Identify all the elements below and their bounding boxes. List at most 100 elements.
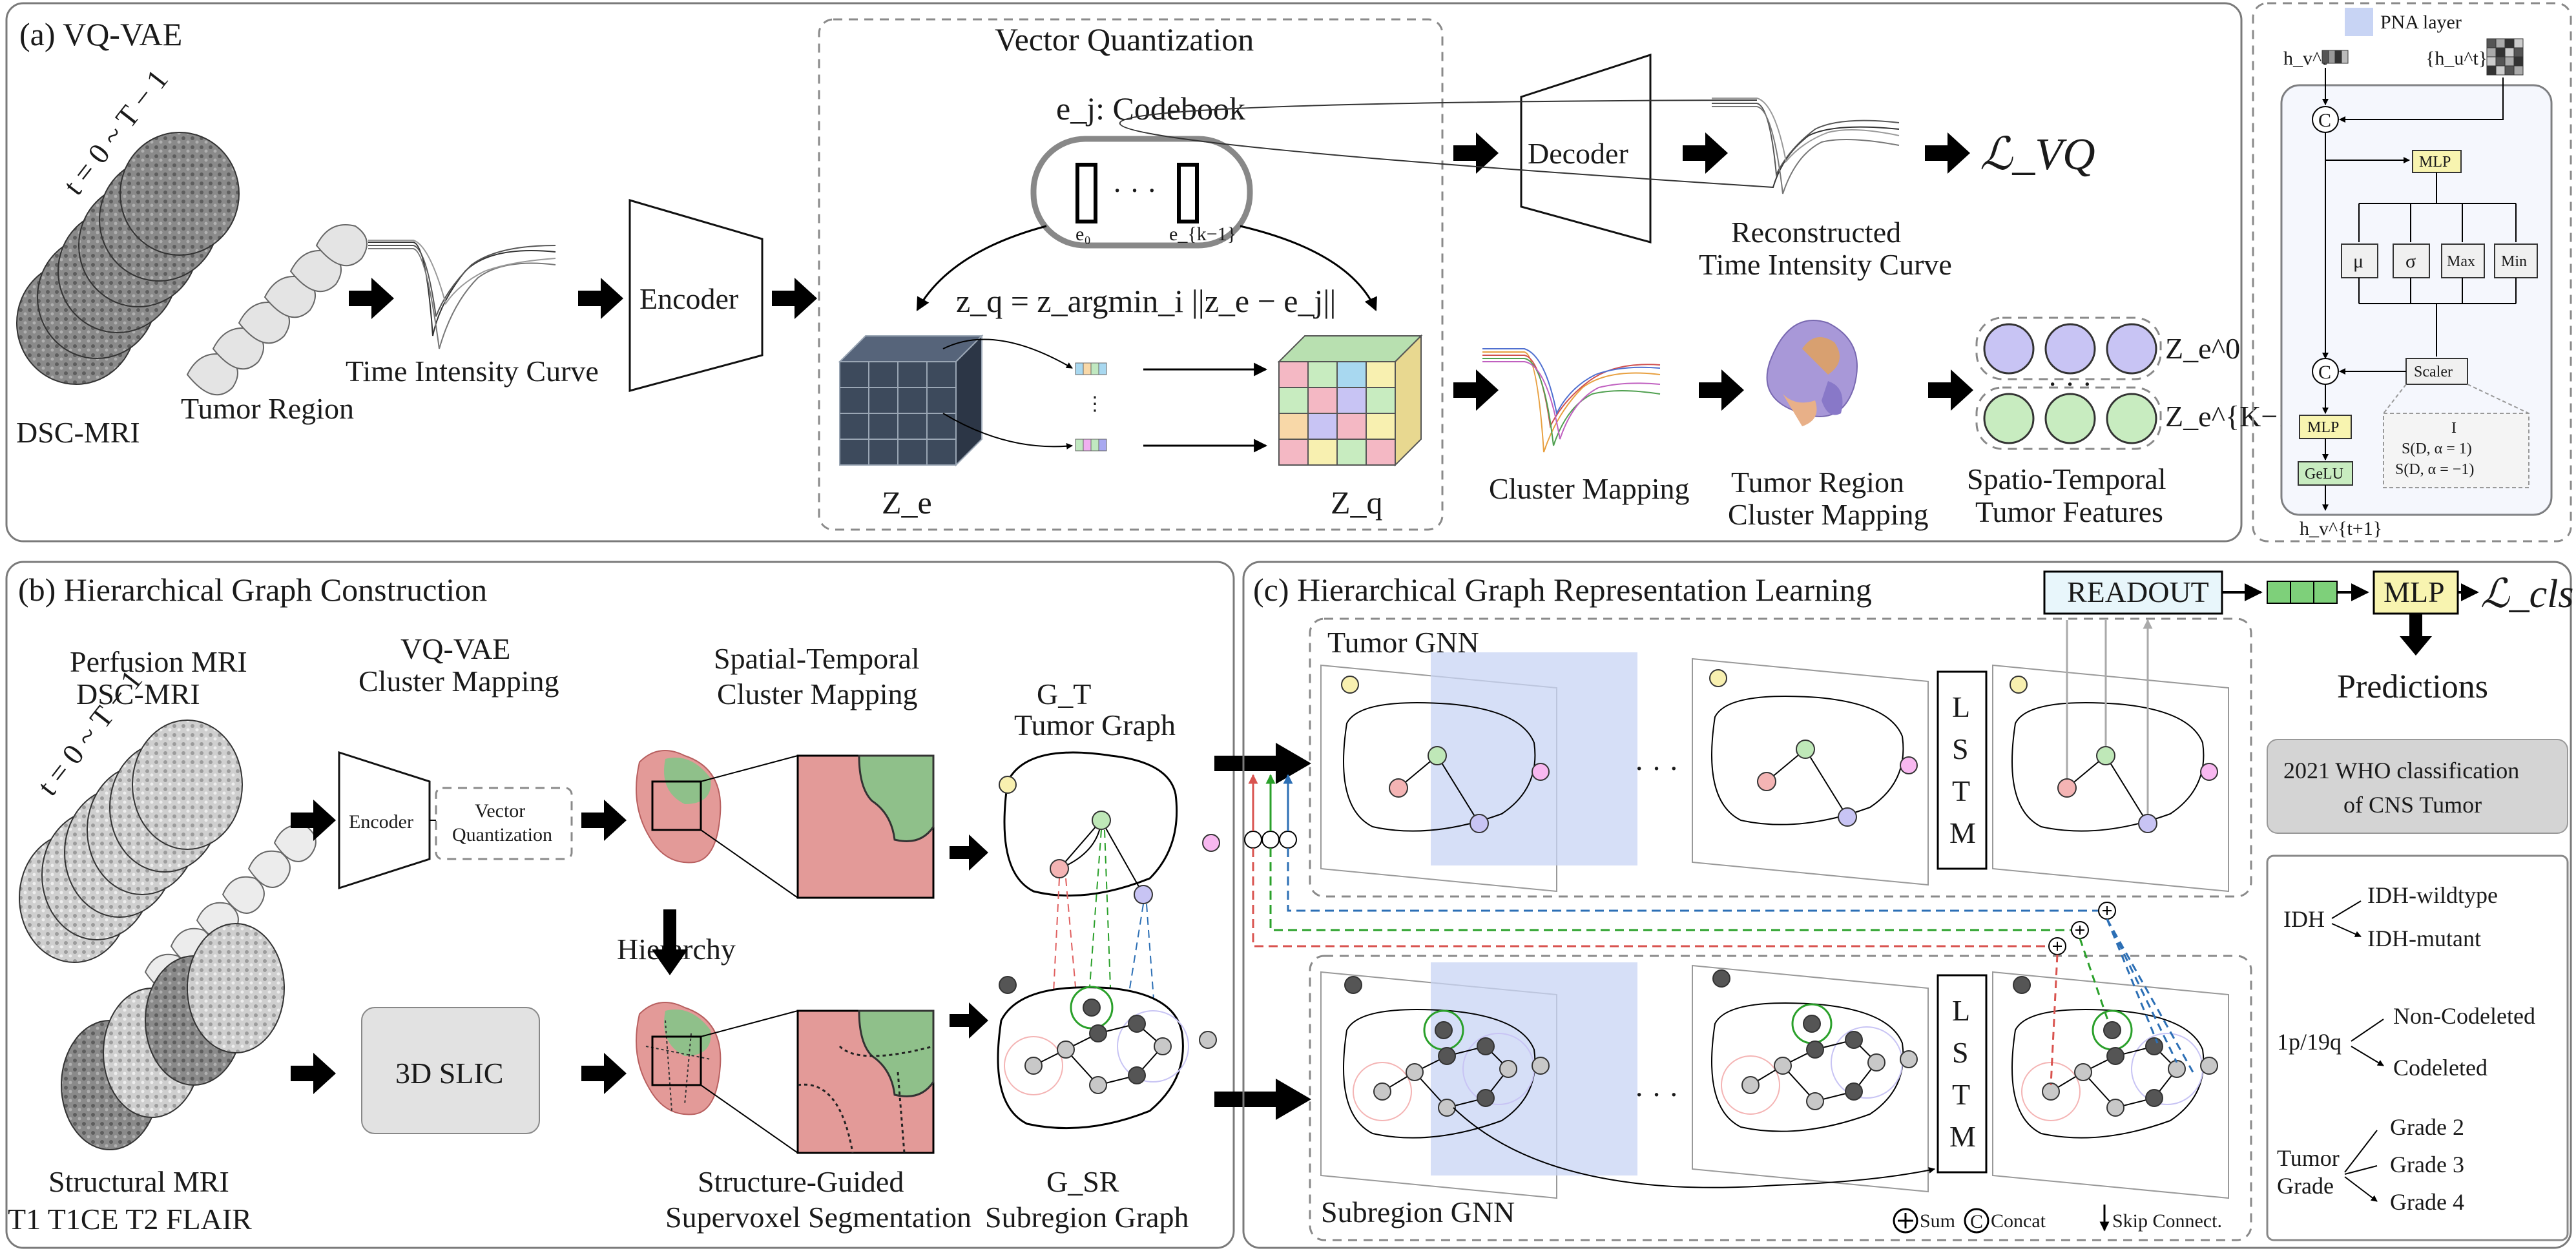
sgss-label-2: Supervoxel Segmentation [665, 1201, 971, 1234]
subregion-lstm-letter: M [1949, 1120, 1976, 1153]
lvq-loss: ℒ_VQ [1980, 130, 2095, 180]
arrow-to-predictions [2400, 614, 2432, 656]
tumor-gnn-box [1309, 617, 2252, 898]
arrow-to-lvq [1925, 132, 1970, 174]
b-encoder-block [338, 751, 431, 890]
subregion-graph [997, 976, 1217, 1130]
idh-label: IDH [2283, 906, 2325, 932]
tumor-grade-label-2: Grade [2277, 1173, 2334, 1199]
agg-max-label: Max [2447, 253, 2475, 270]
panel-b-frame [5, 561, 1235, 1249]
arrow-to-stcm [581, 800, 627, 841]
codeleted: Codeleted [2393, 1055, 2488, 1081]
feature-node [1983, 323, 2035, 375]
tumor-gnn-card-1 [1320, 652, 1637, 893]
sgss-label-1: Structure-Guided [698, 1165, 904, 1198]
feature-row-bottom [1975, 386, 2162, 450]
time-intensity-curve-plot [368, 240, 556, 349]
subregion-lstm-letter: S [1952, 1036, 1969, 1069]
stcm-label-1: Spatial-Temporal [714, 642, 920, 675]
arrow-to-b-encoder [291, 800, 336, 841]
arrow-to-stf [1928, 369, 1973, 411]
dsc-mri-label: DSC-MRI [16, 416, 140, 449]
feature-node [1983, 393, 2035, 444]
pna-legend-swatch [2345, 8, 2373, 36]
hv-next-label: h_v^{t+1} [2300, 518, 2382, 539]
grade-4: Grade 4 [2390, 1189, 2464, 1215]
supervoxel-zoom [796, 1010, 935, 1154]
scaler-options [2383, 413, 2529, 488]
hierarchy-arrow [652, 909, 688, 975]
panel-c-frame [1242, 561, 2572, 1249]
stf-label-line1: Spatio-Temporal [1967, 462, 2166, 495]
grade-2: Grade 2 [2390, 1114, 2464, 1140]
predictions-label: Predictions [2337, 668, 2488, 705]
reconstructed-tic-plot [1119, 98, 1900, 194]
feature-node [2106, 393, 2157, 444]
slic-label: 3D SLIC [395, 1057, 503, 1090]
perfusion-label-1: Perfusion MRI [70, 645, 247, 678]
concat-legend-icon [1964, 1208, 1989, 1234]
cluster-mapping-plot [1482, 348, 1661, 453]
concat-blue [1279, 831, 1297, 849]
readout-vector [2267, 581, 2338, 604]
pna-mlp-out [2299, 415, 2352, 439]
vqvae-label-1: VQ-VAE [400, 632, 510, 665]
subregion-gnn-label: Subregion GNN [1321, 1196, 1515, 1228]
arrow-to-slic [291, 1053, 336, 1094]
legend-concat: Concat [1991, 1210, 2046, 1232]
vector-quantization-box [818, 18, 1444, 531]
codebook-arrow-right [1240, 225, 1377, 311]
arrow-to-vq [772, 278, 817, 319]
arrow-to-cluster [1453, 369, 1499, 411]
perfusion-mri-stack [19, 720, 243, 963]
b-vq-box [435, 787, 573, 860]
tumor-lstm-letter: M [1949, 816, 1976, 849]
pna-layer-inset: PNA layer h_v^t {h_u^t} C MLP μ σ Max Mi… [2252, 2, 2572, 543]
feature-node [2106, 323, 2157, 375]
pna-mlp-out-label: MLP [2307, 419, 2339, 436]
subregion-gnn-card-3 [1992, 971, 2229, 1199]
subregion-lstm-block [1937, 974, 1988, 1174]
arrow-tumor-graph-to-gnn [1214, 743, 1311, 784]
pna-mlp-label: MLP [2419, 154, 2451, 171]
codebook-arrow-left [916, 225, 1047, 311]
arrow-to-decoder [1453, 132, 1499, 174]
scaler-option-3: S(D, α = −1) [2395, 461, 2474, 478]
gsr-label: G_SR [1046, 1165, 1119, 1198]
codebook-label: e_j: Codebook [1056, 90, 1245, 127]
arrow-to-tic [349, 278, 394, 319]
arrow-to-sgss [581, 1053, 627, 1094]
tumor-lstm-letter: L [1952, 690, 1970, 723]
subregion-gnn-card-1 [1320, 962, 1637, 1199]
panel-c-representation-learning: (c) Hierarchical Graph Representation Le… [1242, 561, 2574, 1249]
token-arrow-top [942, 338, 1073, 369]
codebook-vector-ek [1177, 163, 1199, 223]
concat-red [1244, 831, 1262, 849]
readout-label: READOUT [2067, 575, 2209, 608]
arrow-to-tumor-graph [950, 834, 988, 871]
hv-label: h_v^t [2283, 48, 2327, 69]
zq-label: Z_q [1331, 484, 1383, 521]
idh-wildtype: IDH-wildtype [2367, 882, 2498, 908]
b-vq-label-1: Vector [475, 800, 525, 822]
tic-label: Time Intensity Curve [346, 355, 599, 388]
subregion-gnn-card-2 [1692, 964, 1929, 1193]
stcm-label-2: Cluster Mapping [717, 678, 917, 710]
stf-label-line2: Tumor Features [1975, 495, 2163, 528]
legend-sum: Sum [1920, 1210, 1955, 1232]
arrow-to-subregion-graph [950, 1002, 988, 1039]
tumor-graph [999, 751, 1220, 904]
scaler-option-2: S(D, α = 1) [2402, 440, 2472, 457]
structural-mri-stack [61, 923, 285, 1150]
modalities-label: T1 T1CE T2 FLAIR [8, 1203, 252, 1236]
zq-formula: z_q = z_argmin_i ||z_e − e_j|| [956, 283, 1336, 319]
agg-min-label: Min [2501, 253, 2527, 270]
ze-label: Z_e [882, 484, 932, 521]
lcls-loss: ℒ_cls [2480, 572, 2574, 616]
agg-mean [2341, 243, 2378, 278]
grade-3: Grade 3 [2390, 1152, 2464, 1177]
agg-max [2441, 243, 2485, 278]
tumor-cluster-map [636, 750, 722, 864]
scaler-option-1: I [2451, 420, 2457, 437]
